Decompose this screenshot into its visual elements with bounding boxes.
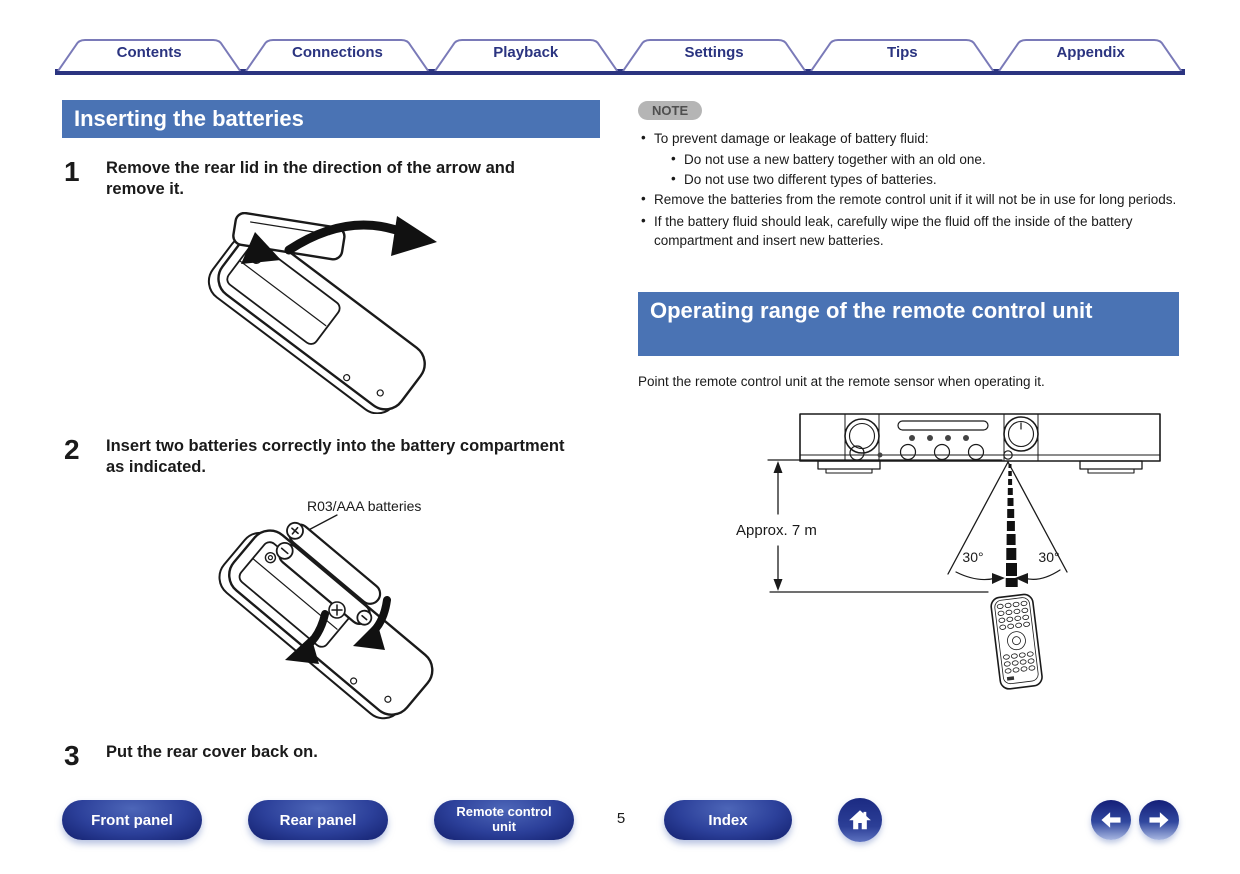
tab-shape [810,39,995,72]
arrow-left-icon [1101,812,1121,828]
tab-contents[interactable]: Contents [55,38,243,72]
ir-beam [1005,464,1018,587]
tab-label: Connections [292,44,383,61]
step-number: 3 [64,740,80,771]
aaa-batteries [275,521,382,626]
button-label: Front panel [91,811,173,829]
button-label: Rear panel [279,811,357,829]
tab-settings[interactable]: Settings [620,38,808,72]
step-1: 1 Remove the rear lid in the direction o… [64,158,576,201]
tab-label: Playback [493,44,559,61]
tab-connections[interactable]: Connections [243,38,431,72]
index-button[interactable]: Index [664,800,792,840]
distance-dimension-arrow [773,461,783,591]
note-item: Do not use two different types of batter… [670,169,1185,189]
operating-range-diagram: Approx. 7 m 30° 30° [736,413,1161,690]
tab-label: Tips [887,44,918,61]
angle-label-left: 30° [962,549,983,565]
tab-label: Contents [116,44,182,61]
step-text: Remove the rear lid in the direction of … [106,159,515,199]
step-number: 1 [64,156,80,187]
angle-arc-left [955,571,997,581]
note-item: If the battery fluid should leak, carefu… [640,211,1185,250]
section-heading-operating-range: Operating range of the remote control un… [638,292,1179,356]
tab-label: Appendix [1056,44,1125,61]
tab-shape [622,39,806,72]
home-icon [849,810,871,830]
angle-label-right: 30° [1038,549,1059,565]
lift-arrow [241,232,281,264]
next-page-button[interactable] [1139,800,1179,840]
tab-shape [57,39,242,72]
angle-arc-right [1023,569,1061,580]
rear-panel-button[interactable]: Rear panel [248,800,388,840]
operating-range-body: Point the remote control unit at the rem… [638,374,1045,389]
button-label: Index [708,811,748,829]
remote-sensor [1003,450,1013,460]
step-text: Insert two batteries correctly into the … [106,437,565,477]
curved-arrow [284,220,412,255]
note-item: Remove the batteries from the remote con… [640,189,1185,209]
note-badge: NOTE [638,101,703,120]
tab-label: Settings [684,44,744,61]
curved-arrow-head [391,216,437,256]
step-3: 3 Put the rear cover back on. [64,742,576,770]
tab-appendix[interactable]: Appendix [996,38,1184,72]
tab-playback[interactable]: Playback [432,38,620,72]
distance-label: Approx. 7 m [736,522,817,539]
insert-batteries-illustration: R03/AAA batteries [218,498,434,720]
section-heading-inserting-batteries: Inserting the batteries [62,100,600,138]
button-label: Remote control unit [456,804,552,834]
tab-shape [433,39,618,72]
step-text: Put the rear cover back on. [106,743,318,761]
previous-page-button[interactable] [1091,800,1131,840]
note-list: To prevent damage or leakage of battery … [640,128,1185,252]
tab-shape [245,39,430,72]
tab-shape [998,39,1183,72]
home-button[interactable] [838,798,882,842]
remote-control [990,593,1043,690]
tab-tips[interactable]: Tips [808,38,996,72]
step-number: 2 [64,434,80,465]
step-2: 2 Insert two batteries correctly into th… [64,436,576,479]
top-tab-bar: Contents Connections Playback Settings T… [55,38,1185,72]
note-item: Do not use a new battery together with a… [670,149,1185,169]
amplifier-front-panel [799,413,1161,474]
note-item: To prevent damage or leakage of battery … [640,128,1185,148]
front-panel-button[interactable]: Front panel [62,800,202,840]
remote-control-unit-button[interactable]: Remote control unit [434,800,574,840]
tab-underline-bar [55,69,1185,75]
arrow-right-icon [1149,812,1169,828]
remote-rear-lid-illustration [207,212,437,414]
battery-type-label: R03/AAA batteries [307,498,421,514]
page-number: 5 [616,810,626,827]
